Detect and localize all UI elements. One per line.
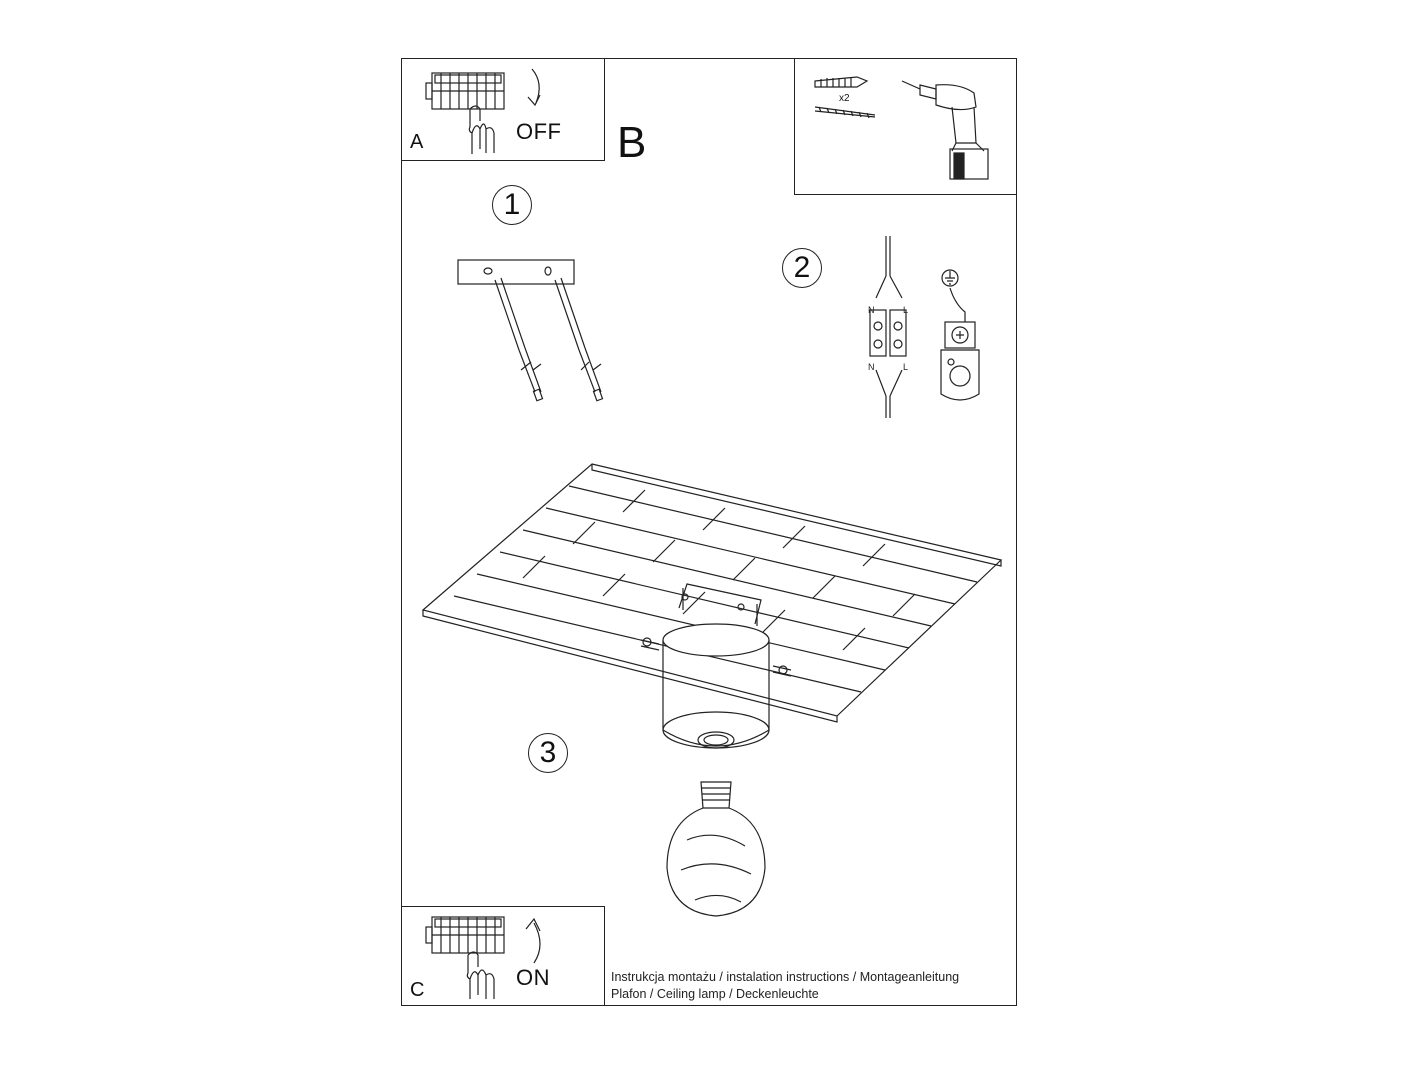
drill-icon — [901, 80, 989, 180]
step-2-marker: 2 — [782, 248, 822, 288]
panel-a-letter: A — [410, 131, 424, 153]
panel-a-power-off: A OFF — [401, 58, 605, 161]
mounting-bracket-anchors-diagram — [457, 259, 604, 402]
ground-terminal-diagram — [940, 269, 980, 401]
anchor-count: x2 — [839, 93, 850, 104]
wiring-neutral-bottom: N — [868, 362, 875, 372]
step-1-marker: 1 — [492, 185, 532, 225]
terminal-block-diagram: N L N L — [868, 236, 908, 418]
caption-line-1: Instrukcja montażu / instalation instruc… — [611, 970, 960, 984]
wall-anchor-screw-icon — [814, 76, 876, 119]
caption-line-2: Plafon / Ceiling lamp / Deckenleuchte — [611, 987, 819, 1001]
wiring-neutral-top: N — [868, 305, 875, 315]
tools-panel: x2 — [794, 58, 1017, 195]
wiring-live-top: L — [903, 305, 908, 315]
power-off-label: OFF — [516, 119, 562, 144]
power-on-label: ON — [516, 965, 550, 990]
breaker-switch-off-icon — [425, 68, 541, 154]
ceiling-lamp-assembly-diagram — [421, 463, 1003, 917]
panel-c-power-on: C ON — [401, 906, 605, 1006]
instruction-sheet — [401, 58, 1017, 1006]
breaker-switch-on-icon — [425, 916, 541, 999]
panel-c-letter: C — [410, 979, 425, 1001]
panel-b-letter: B — [617, 118, 647, 167]
step-3-marker: 3 — [528, 733, 568, 773]
instruction-caption: Instrukcja montażu / instalation instruc… — [611, 969, 959, 1003]
wiring-live-bottom: L — [903, 362, 908, 372]
